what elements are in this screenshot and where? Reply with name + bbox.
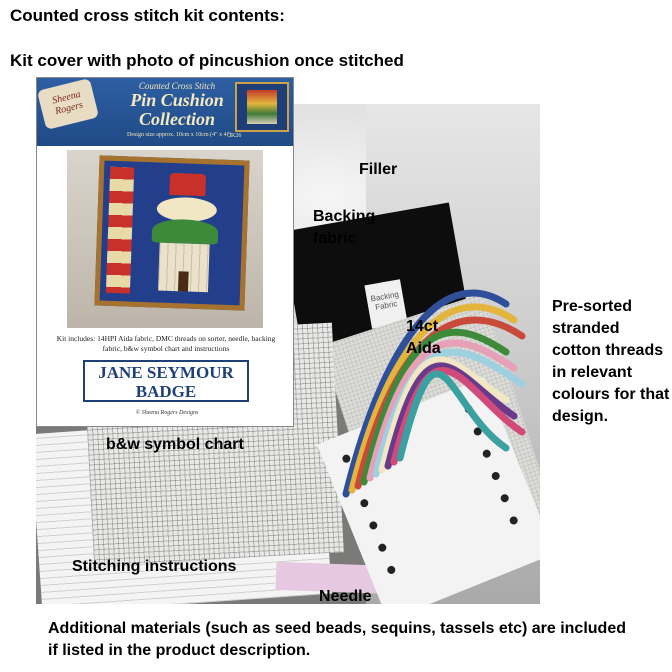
instructions-label: Stitching instructions — [72, 558, 237, 575]
tree-motif — [151, 218, 219, 245]
cover-title-line1: Pin Cushion — [130, 90, 224, 110]
crown-motif — [169, 172, 207, 197]
thread-skein — [348, 303, 518, 494]
design-thumbnail — [235, 82, 289, 132]
thread-skein — [360, 328, 510, 486]
backing-fabric-label: Backing fabric — [313, 206, 375, 250]
thread-skein — [372, 348, 526, 478]
thread-skein — [390, 366, 526, 466]
thread-skein — [378, 356, 510, 474]
aida-label: 14ct Aida — [406, 316, 441, 360]
design-thumbnail-motif — [247, 90, 277, 124]
kit-cover-caption: Kit cover with photo of pincushion once … — [10, 51, 404, 70]
aida-label-line1: 14ct — [406, 318, 439, 335]
castle-door — [177, 271, 189, 292]
thread-skein — [366, 339, 518, 482]
kit-cover: Sheena Rogers Counted Cross Stitch Pin C… — [36, 77, 294, 427]
thread-skein — [396, 370, 510, 462]
aida-label-line2: Aida — [406, 340, 441, 357]
thread-skein — [342, 289, 510, 498]
needle-label: Needle — [319, 588, 372, 605]
design-size: Design size approx. 10cm x 10cm (4" x 4"… — [126, 132, 232, 138]
kit-includes-text: Kit includes: 14HPI Aida fabric, DMC thr… — [56, 334, 276, 353]
design-name-line2: BADGE — [135, 382, 197, 401]
additional-materials-note: Additional materials (such as seed beads… — [48, 620, 626, 659]
cover-title: Pin Cushion Collection — [103, 91, 251, 129]
design-name-line1: JANE SEYMOUR — [98, 363, 234, 382]
pincushion-border-stripe — [105, 166, 135, 294]
backing-label-line1: Backing — [313, 208, 376, 225]
symbol-chart-label: b&w symbol chart — [106, 436, 244, 453]
product-code: CK26 — [227, 133, 242, 139]
thread-skein — [384, 362, 518, 470]
design-name-box: JANE SEYMOUR BADGE — [83, 360, 249, 402]
page-heading: Counted cross stitch kit contents: — [10, 6, 285, 25]
backing-label-line2: fabric — [313, 230, 357, 247]
cover-pretitle: Counted Cross Stitch — [138, 81, 216, 91]
threads-note: Pre-sorted stranded cotton threads in re… — [552, 298, 670, 425]
filler-label: Filler — [359, 161, 398, 178]
cover-title-line2: Collection — [139, 109, 215, 129]
pincushion-image — [94, 155, 250, 311]
cover-copyright: © Sheena Rogers Designs — [135, 410, 199, 416]
thread-skeins — [342, 289, 526, 498]
